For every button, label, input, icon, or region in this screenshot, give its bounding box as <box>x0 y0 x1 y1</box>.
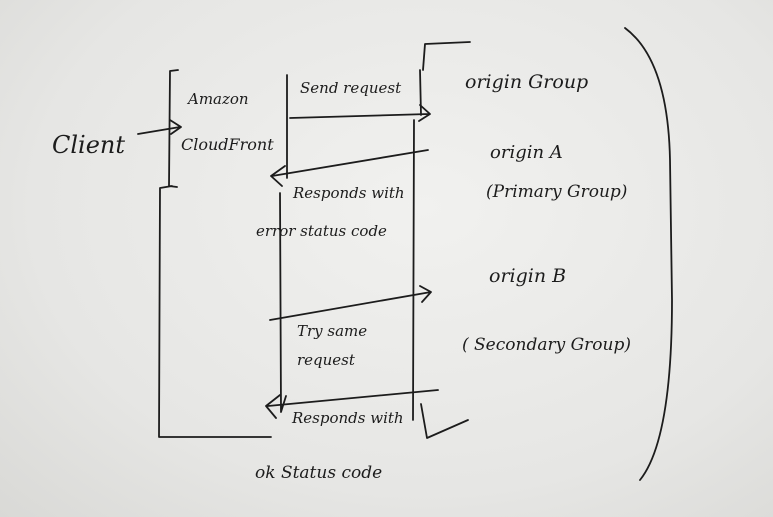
retry-label-line1: Try same <box>297 322 367 340</box>
send-request-label: Send request <box>300 79 402 97</box>
outer-flow-loop <box>158 185 272 438</box>
ok-response-line1: Responds with <box>291 409 404 427</box>
origin-a-sub: (Primary Group) <box>486 182 627 202</box>
ok-response-line2: ok Status code <box>255 463 382 483</box>
client-label: Client <box>52 131 125 159</box>
origin-group-label: origin Group <box>465 71 588 93</box>
origin-column-line <box>412 69 422 421</box>
origin-group-right-bracket <box>624 27 673 481</box>
client-arrow <box>137 119 182 135</box>
cloudfront-label-line2: CloudFront <box>181 135 274 154</box>
error-response-arrow <box>270 149 429 187</box>
origin-b-sub: ( Secondary Group) <box>462 335 631 355</box>
origin-a-label: origin A <box>490 142 563 163</box>
cloudfront-label-line1: Amazon <box>186 90 249 108</box>
retry-request-arrow <box>269 285 432 321</box>
ok-response-arrow <box>265 389 439 419</box>
retry-label-line2: request <box>297 351 356 369</box>
error-response-line2: error status code <box>256 222 387 240</box>
cloudfront-column-line <box>279 74 288 413</box>
origin-group-left-bracket <box>420 41 471 439</box>
error-response-line1: Responds with <box>292 184 405 202</box>
send-request-arrow <box>289 104 431 122</box>
origin-b-label: origin B <box>489 265 566 287</box>
